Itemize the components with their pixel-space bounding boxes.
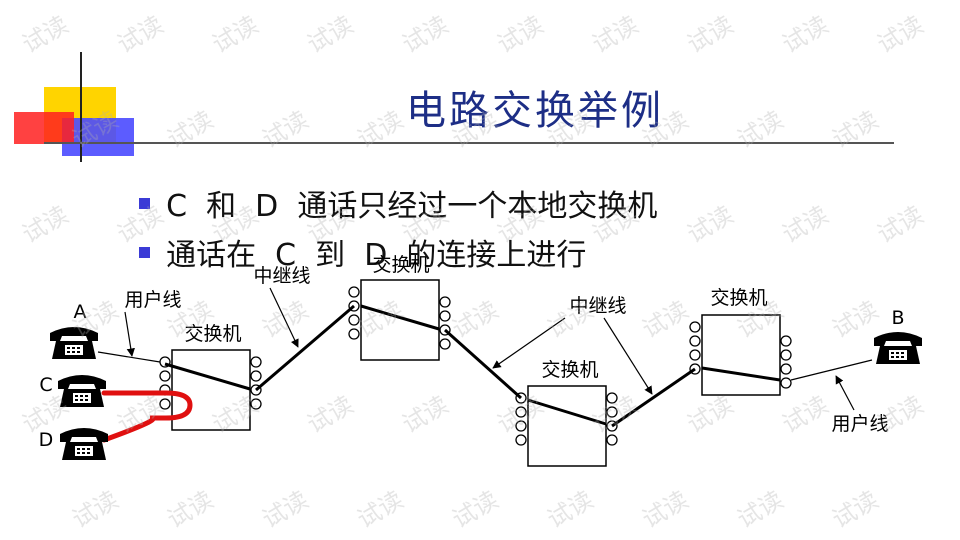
bullet-marker-icon xyxy=(139,198,151,209)
user-line-left-pointer xyxy=(124,311,135,357)
trunk-line-2 xyxy=(443,328,523,400)
user-line-b xyxy=(790,359,873,381)
phone-d-icon xyxy=(60,428,108,460)
deco-red-square xyxy=(14,112,74,144)
phone-b-label: B xyxy=(891,307,904,329)
switch-3 xyxy=(515,385,618,467)
trunk-2-pointer xyxy=(492,317,566,369)
phone-c-icon xyxy=(58,375,106,407)
switch-3-label: 交换机 xyxy=(541,359,598,381)
switch-4-label: 交换机 xyxy=(710,287,767,309)
bullet-text-2: 通话在 C 到 D 的连接上进行 xyxy=(166,238,587,273)
deco-blue-square xyxy=(62,118,134,156)
phone-a-icon xyxy=(50,327,98,359)
bullet-item-1: C 和 D 通话只经过一个本地交换机 xyxy=(120,146,657,225)
trunk-line-3 xyxy=(611,367,696,428)
page-title: 电路交换举例 xyxy=(406,88,664,134)
trunk-label-2: 中继线 xyxy=(569,295,626,317)
switch-4 xyxy=(689,314,792,396)
trunk-label-1: 中继线 xyxy=(253,265,310,287)
user-line-right-pointer xyxy=(835,375,855,411)
deco-horizontal-line xyxy=(44,142,894,144)
switch-2-label: 交换机 xyxy=(372,254,429,276)
phone-a-label: A xyxy=(74,301,87,323)
bullet-item-2: 通话在 C 到 D 的连接上进行 xyxy=(120,195,586,274)
switch-1-label: 交换机 xyxy=(184,323,241,345)
user-line-label-right: 用户线 xyxy=(831,413,888,435)
user-line-label-left: 用户线 xyxy=(124,289,181,311)
phone-c-label: C xyxy=(39,374,52,396)
local-call-path xyxy=(101,390,193,443)
user-line-a xyxy=(97,351,161,363)
phone-d-label: D xyxy=(39,429,54,451)
bullet-marker-icon xyxy=(139,247,151,258)
deco-vertical-line xyxy=(80,52,82,162)
phone-b-icon xyxy=(874,332,922,364)
trunk-3-pointer xyxy=(603,317,653,395)
trunk-1-pointer xyxy=(269,287,299,348)
bullet-text-1: C 和 D 通话只经过一个本地交换机 xyxy=(166,189,658,224)
trunk-line-1 xyxy=(255,304,355,392)
switch-2 xyxy=(348,279,451,361)
